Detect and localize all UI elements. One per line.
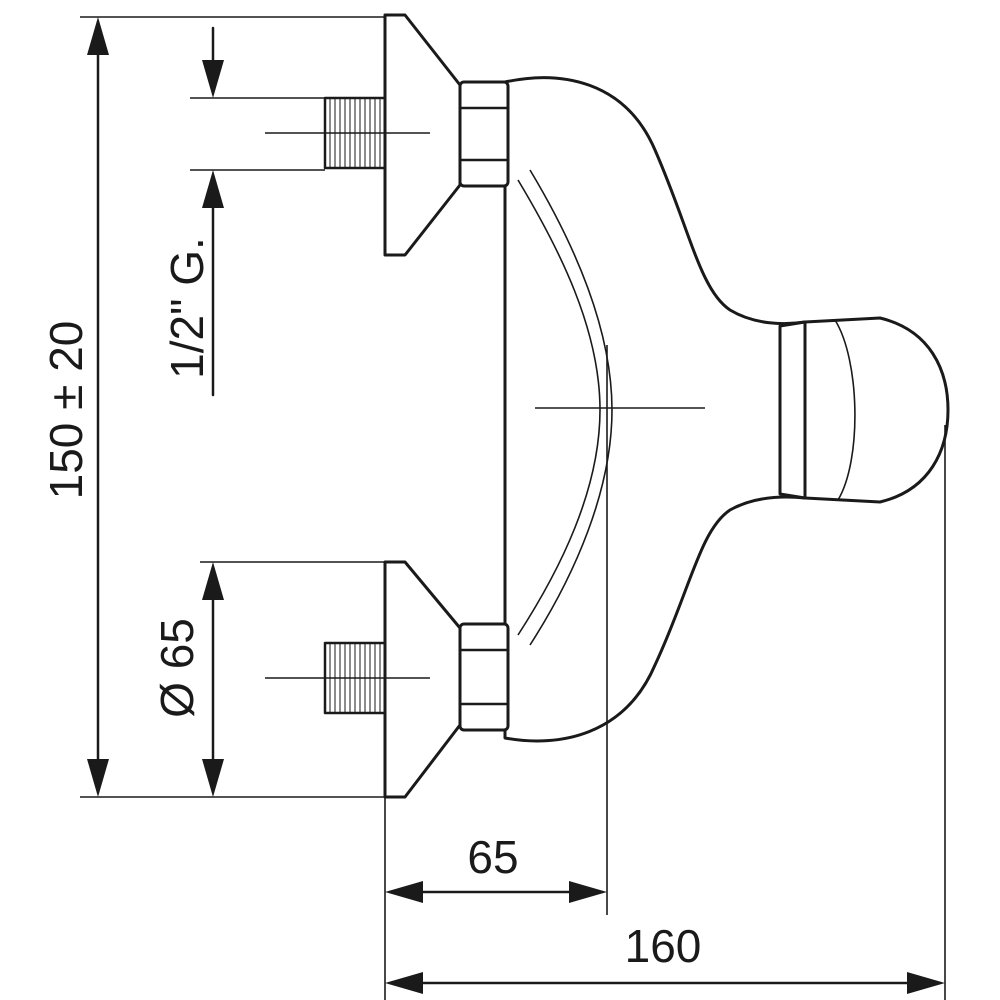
upper-wall-flange xyxy=(383,13,510,257)
depth-dimension: 65 xyxy=(385,831,607,903)
thread-dimension-label: 1/2" G. xyxy=(161,237,213,379)
thread-dimension: 1/2" G. xyxy=(161,26,224,397)
length-dimension: 160 xyxy=(385,920,945,994)
extension-lines xyxy=(80,16,946,1000)
length-dimension-label: 160 xyxy=(625,920,702,972)
diameter-dimension: Ø 65 xyxy=(151,562,224,797)
height-dimension: 150 ± 20 xyxy=(40,17,109,797)
diameter-dimension-label: Ø 65 xyxy=(151,618,203,718)
height-dimension-label: 150 ± 20 xyxy=(40,321,92,500)
control-knob xyxy=(778,316,950,504)
depth-dimension-label: 65 xyxy=(467,831,518,883)
mixer-body xyxy=(503,76,807,743)
lower-wall-flange xyxy=(383,560,510,799)
center-lines xyxy=(265,132,705,915)
